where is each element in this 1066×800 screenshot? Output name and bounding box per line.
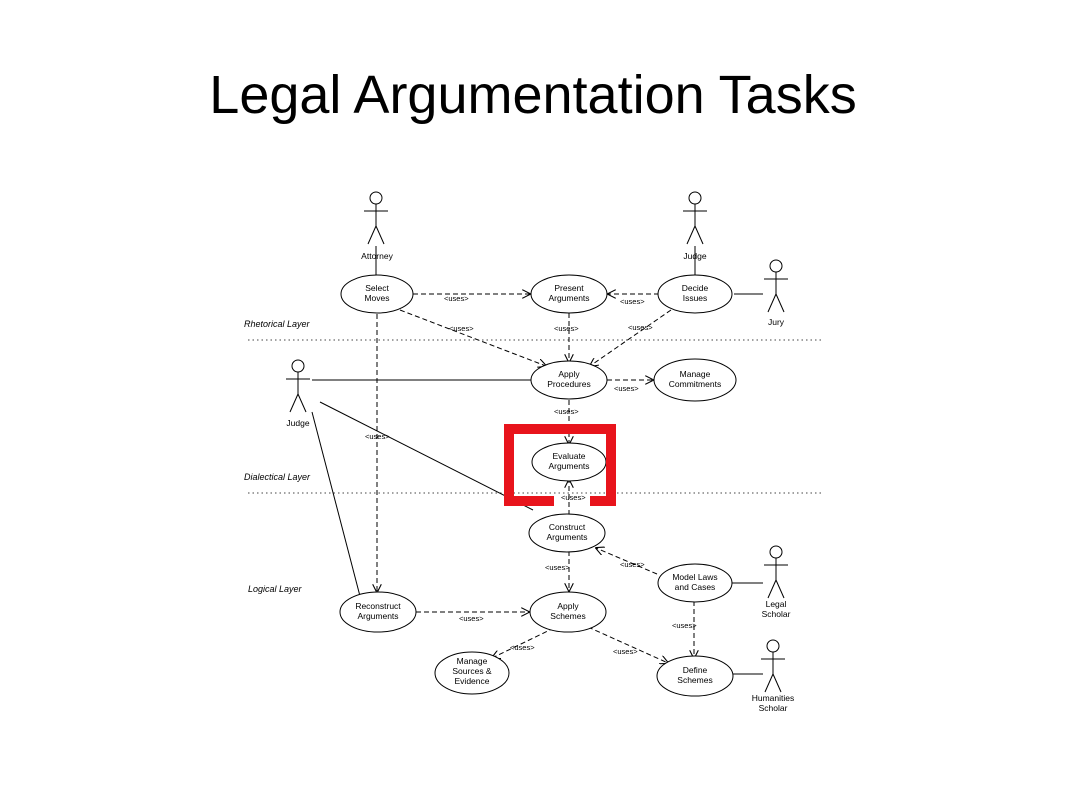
associations [311,246,763,675]
uses-label: <uses> [449,324,474,333]
apply-schemes-usecase [529,591,607,633]
present-arguments-label-1: Present [554,283,584,293]
select-moves-label-2: Moves [364,293,389,303]
present-arguments-label-2: Arguments [548,293,589,303]
uses-label: <uses> [365,432,390,441]
dialectical-layer-label: Dialectical Layer [244,472,311,482]
uses-label: <uses> [444,294,469,303]
uses-label: <uses> [459,614,484,623]
uses-label: <uses> [672,621,697,630]
model-laws-usecase [657,563,733,603]
manage-commitments-usecase [653,358,737,402]
slide-title: Legal Argumentation Tasks [209,65,857,125]
uses-label: <uses> [613,647,638,656]
model-laws-label-2: and Cases [675,582,716,592]
uses-label: <uses> [620,297,645,306]
decide-issues-label-1: Decide [682,283,709,293]
apply-procedures-label-2: Procedures [547,379,590,389]
decide-issues-usecase [657,274,733,314]
manage-sources-label-1: Manage [457,656,488,666]
manage-sources-label-2: Sources & [452,666,492,676]
decide-issues-label-2: Issues [683,293,708,303]
reconstruct-arguments-label-2: Arguments [357,611,398,621]
judge-top-label: Judge [683,251,706,261]
judge-left-label: Judge [286,418,309,428]
construct-arguments-usecase [528,513,606,553]
legal-scholar-actor [764,545,788,599]
evaluate-arguments-label-1: Evaluate [552,451,585,461]
humanities-scholar-label-1: Humanities [752,693,795,703]
construct-arguments-label-2: Arguments [546,532,587,542]
define-schemes-label-2: Schemes [677,675,712,685]
actor-labels: Attorney Judge Jury Judge Legal Scholar … [286,251,794,713]
construct-arguments-label-1: Construct [549,522,586,532]
model-laws-label-1: Model Laws [672,572,717,582]
use-cases [339,274,737,697]
define-schemes-label-1: Define [683,665,708,675]
jury-actor [764,259,788,313]
uses-label: <uses> [510,643,535,652]
rhetorical-layer-label: Rhetorical Layer [244,319,311,329]
humanities-scholar-label-2: Scholar [759,703,788,713]
highlight-frame [504,424,616,506]
uses-labels: <uses> <uses> <uses> <uses> <uses> <uses… [365,294,697,656]
select-moves-usecase [340,274,414,314]
jury-label: Jury [768,317,785,327]
evaluate-arguments-label-2: Arguments [548,461,589,471]
uses-label: <uses> [545,563,570,572]
attorney-actor [364,191,388,245]
judge-top-actor [683,191,707,245]
uses-label: <uses> [628,323,653,332]
present-arguments-usecase [530,274,608,314]
define-schemes-usecase [656,655,734,697]
uses-label: <uses> [554,324,579,333]
attorney-label: Attorney [361,251,393,261]
select-moves-label-1: Select [365,283,389,293]
uses-label: <uses> [614,384,639,393]
apply-procedures-label-1: Apply [558,369,580,379]
manage-sources-label-3: Evidence [455,676,490,686]
manage-commitments-label-1: Manage [680,369,711,379]
reconstruct-arguments-label-1: Reconstruct [355,601,401,611]
uses-label: <uses> [554,407,579,416]
uses-label: <uses> [620,560,645,569]
apply-schemes-label-1: Apply [557,601,579,611]
legal-scholar-label-1: Legal [766,599,787,609]
manage-commitments-label-2: Commitments [669,379,721,389]
apply-schemes-label-2: Schemes [550,611,585,621]
logical-layer-label: Logical Layer [248,584,303,594]
use-case-labels: Select Moves Present Arguments Decide Is… [355,283,721,686]
uses-dependencies [377,294,694,663]
manage-sources-usecase [434,651,510,695]
reconstruct-arguments-usecase [339,591,417,633]
humanities-scholar-actor [761,639,785,693]
actors [286,191,788,693]
legal-scholar-label-2: Scholar [762,609,791,619]
judge-left-actor [286,359,310,413]
apply-procedures-usecase [530,360,608,400]
uses-label: <uses> [561,493,586,502]
